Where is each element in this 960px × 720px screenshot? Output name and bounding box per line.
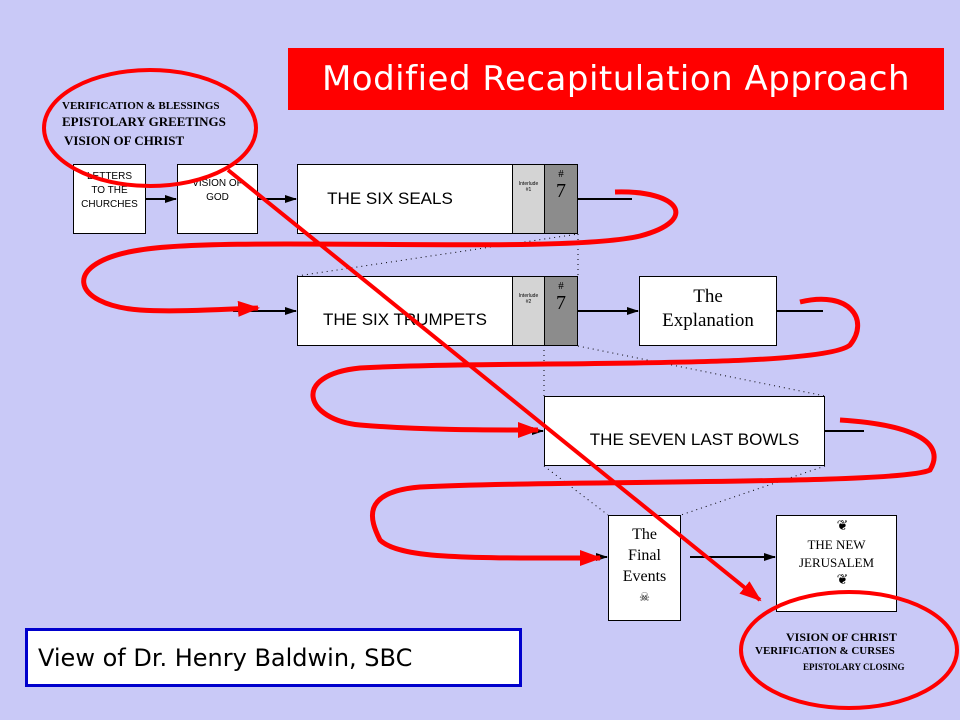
flourish-icon-bottom: ❦ — [836, 573, 849, 588]
skull-icon: ☠ — [639, 590, 650, 604]
seventh-trumpet-box: # 7 — [544, 276, 578, 346]
bottom-label-vision: VISION OF CHRIST — [786, 630, 897, 644]
vision-of-god-line1: VISION OF — [192, 178, 243, 189]
bottom-label-curses: VERIFICATION & CURSES — [755, 645, 895, 657]
explanation-box: The Explanation — [639, 276, 777, 346]
red-diagonal-arrow — [226, 168, 762, 602]
interlude-1-box: Interlude #1 — [512, 164, 545, 234]
red-circle-top-left — [42, 68, 258, 188]
seven-bowls-label: THE SEVEN LAST BOWLS — [589, 430, 800, 449]
red-serpentine-arrow — [81, 189, 679, 317]
new-jerusalem-line1: THE NEW — [807, 537, 866, 552]
six-seals-box: THE SIX SEALS — [297, 164, 513, 234]
seventh-seal-number: 7 — [556, 180, 566, 202]
new-jerusalem-line2: JERUSALEM — [798, 555, 875, 570]
top-label-greetings: EPISTOLARY GREETINGS — [62, 114, 226, 129]
seventh-seal-hash: # — [558, 168, 564, 180]
bottom-label-closing: EPISTOLARY CLOSING — [803, 662, 905, 672]
seven-bowls-box: THE SEVEN LAST BOWLS — [544, 396, 825, 466]
six-seals-label: THE SIX SEALS — [327, 189, 453, 208]
top-label-vision: VISION OF CHRIST — [64, 133, 185, 148]
red-serpentine-row3 — [369, 417, 937, 567]
vision-of-god-box: VISION OF GOD — [177, 164, 258, 234]
final-events-line2: Final — [628, 547, 661, 564]
explanation-line1: The — [693, 286, 723, 307]
final-events-line1: The — [632, 526, 657, 543]
top-label-verification: VERIFICATION & BLESSINGS — [62, 100, 220, 112]
seventh-trumpet-hash: # — [558, 280, 564, 292]
letters-line2: TO THE — [91, 185, 128, 196]
interlude-2-line2: #2 — [525, 299, 532, 305]
dotted-guides — [296, 233, 826, 516]
vision-of-god-line2: GOD — [206, 192, 229, 203]
interlude-1-line2: #1 — [525, 187, 532, 193]
attribution-text: View of Dr. Henry Baldwin, SBC — [38, 643, 413, 672]
letters-line1: LETTERS — [86, 171, 132, 182]
seventh-trumpet-number: 7 — [556, 292, 566, 314]
letters-line3: CHURCHES — [81, 199, 138, 210]
seventh-seal-box: # 7 — [544, 164, 578, 234]
final-events-box: The Final Events ☠ — [608, 515, 681, 621]
final-events-line3: Events — [622, 568, 667, 585]
interlude-2-line1: Interlude — [518, 293, 539, 299]
red-circle-bottom-right — [739, 590, 959, 710]
flourish-icon-top: ❦ — [836, 519, 849, 534]
explanation-line2: Explanation — [662, 310, 754, 331]
new-jerusalem-box: ❦ THE NEW JERUSALEM ❦ — [776, 515, 897, 612]
interlude-1-line1: Interlude — [518, 181, 539, 187]
six-trumpets-label: THE SIX TRUMPETS — [322, 310, 488, 329]
red-serpentine-row2 — [310, 296, 861, 438]
page-title: Modified Recapitulation Approach — [288, 48, 944, 110]
attribution-box: View of Dr. Henry Baldwin, SBC — [25, 628, 522, 687]
